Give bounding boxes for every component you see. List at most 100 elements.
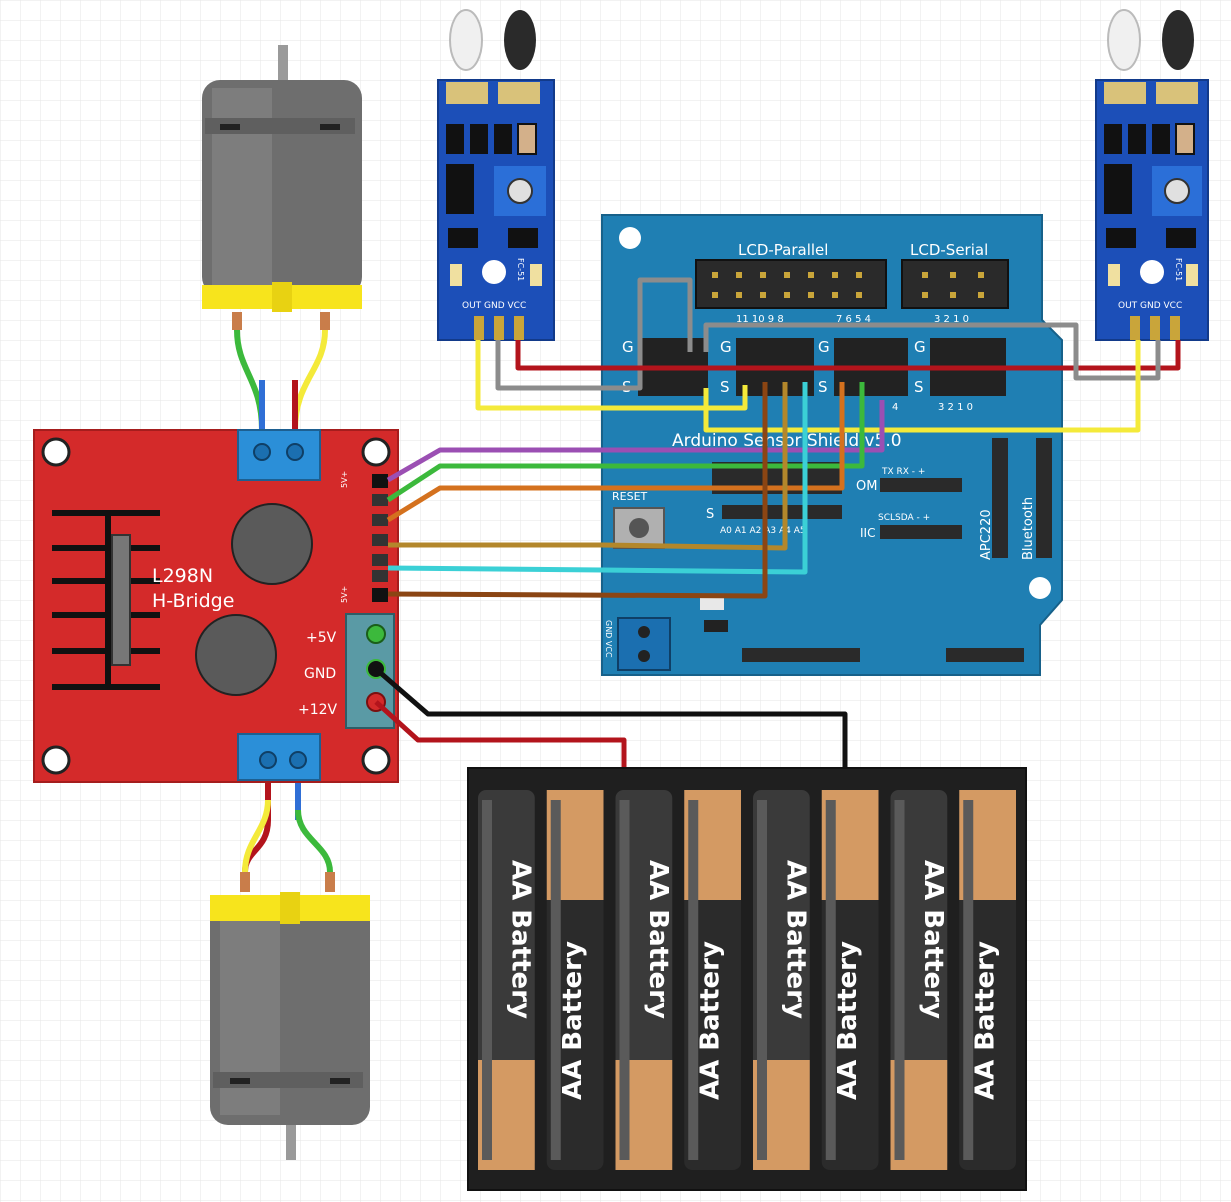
row-g-label: G <box>818 338 830 356</box>
bluetooth-label: Bluetooth <box>1021 497 1036 560</box>
bottom-numbers: 3 2 1 0 <box>938 402 973 413</box>
motor-b-terminal-block <box>237 733 321 781</box>
row-s-label: S <box>914 378 924 396</box>
sensor-model-label: FC-51 <box>1174 258 1183 281</box>
ir-receiver-led <box>1162 10 1194 70</box>
battery-label: AA Battery <box>918 860 948 1019</box>
wire-tan <box>388 382 788 551</box>
ir-emitter-led <box>449 9 483 71</box>
com-header <box>880 478 962 492</box>
wire-purple <box>386 400 885 483</box>
sensor-pin-labels: OUT GND VCC <box>462 301 526 311</box>
wire-yellow <box>242 799 271 873</box>
pin-4-label: 4 <box>892 402 898 413</box>
motor-a-terminal-block <box>237 429 321 481</box>
wire-gray <box>495 277 693 391</box>
row-s-label: S <box>818 378 828 396</box>
reset-button-cap[interactable] <box>629 518 649 538</box>
jumper-5v-label-bottom: 5V+ <box>340 586 349 603</box>
battery-cell: AA Battery <box>959 790 1016 1170</box>
wire-green <box>295 809 333 873</box>
wire-brown <box>387 382 768 599</box>
wire-cyan <box>387 382 808 575</box>
battery-cell: AA Battery <box>684 790 741 1170</box>
battery-label: AA Battery <box>643 860 673 1019</box>
motor-terminal <box>325 872 335 892</box>
battery-cell: AA Battery <box>821 790 879 1170</box>
sensor-model-label: FC-51 <box>516 258 525 281</box>
control-header <box>372 494 388 582</box>
iic-label: IIC <box>860 526 875 540</box>
motor-terminal <box>240 872 250 892</box>
mounting-hole <box>619 227 641 249</box>
dc-motor-top <box>202 45 362 330</box>
mounting-hole <box>1140 260 1164 284</box>
smd-component <box>704 620 728 632</box>
lcd-serial-label: LCD-Serial <box>910 241 988 259</box>
row-g-label: G <box>914 338 926 356</box>
pin-12v-label: +12V <box>298 702 338 718</box>
battery-cell: AA Battery <box>890 790 948 1170</box>
mounting-hole <box>361 745 391 775</box>
battery-cell: AA Battery <box>478 790 535 1170</box>
bottom-header-left <box>742 648 860 662</box>
row-s-label: S <box>706 507 714 522</box>
apc220-label: APC220 <box>979 509 994 560</box>
power-input-terminal <box>617 617 671 671</box>
wire-orange <box>386 382 845 523</box>
row-g-label: G <box>622 338 634 356</box>
led <box>700 598 724 610</box>
battery-cell: AA Battery <box>753 790 810 1170</box>
mounting-hole <box>41 745 71 775</box>
battery-label: AA Battery <box>780 860 810 1019</box>
row-s-label: S <box>720 378 730 396</box>
mounting-hole <box>361 437 391 467</box>
battery-label: AA Battery <box>833 941 863 1100</box>
capacitor <box>231 503 313 585</box>
com-label: OM <box>856 479 877 494</box>
lcd-parallel-label: LCD-Parallel <box>738 241 828 259</box>
wire-green <box>386 382 865 503</box>
battery-label: AA Battery <box>971 941 1001 1100</box>
ir-sensor-right: FC-51 OUT GND VCC <box>1095 9 1209 341</box>
mounting-hole <box>1029 577 1051 599</box>
wire-yellow <box>703 340 1141 433</box>
battery-pack: AA Battery AA Battery AA Battery AA Battery… <box>467 767 1027 1191</box>
sensor-pin-labels: OUT GND VCC <box>1118 301 1182 311</box>
battery-label: AA Battery <box>558 941 588 1100</box>
battery-label: AA Battery <box>696 941 726 1100</box>
header-numbers-mid: 7 6 5 4 <box>836 314 871 325</box>
lcd-serial-header <box>901 259 1009 309</box>
bluetooth-header <box>1036 438 1052 558</box>
wire-black <box>374 667 848 770</box>
tx-rx-label: TX RX - + <box>881 467 925 477</box>
mounting-hole <box>482 260 506 284</box>
header-numbers-left: 11 10 9 8 <box>736 314 784 325</box>
battery-cell: AA Battery <box>615 790 673 1170</box>
apc220-header <box>992 438 1008 558</box>
header-numbers-right: 3 2 1 0 <box>934 314 969 325</box>
sensor-wires <box>475 277 1181 433</box>
power-wires <box>374 667 848 770</box>
control-wires <box>386 382 885 599</box>
wire-red <box>374 700 627 770</box>
motor-terminal <box>320 312 330 330</box>
reset-label: RESET <box>612 490 648 503</box>
gnd-vcc-label: GND VCC <box>604 620 613 658</box>
lcd-parallel-header <box>695 259 887 309</box>
battery-label: AA Battery <box>505 860 535 1019</box>
header-pin <box>372 474 388 488</box>
arduino-sensor-shield: LCD-Parallel LCD-Serial 11 10 9 8 7 6 5 … <box>601 214 1063 676</box>
hbridge-subtitle: H-Bridge <box>152 590 234 612</box>
ir-sensor-left: FC-51 OUT GND VCC <box>437 9 555 341</box>
scl-sda-label: SCLSDA - + <box>878 513 930 523</box>
wire-red <box>515 340 1181 371</box>
iic-header <box>880 525 962 539</box>
battery-cell: AA Battery <box>546 790 604 1170</box>
pin-5v-label: +5V <box>306 630 337 646</box>
mounting-hole <box>41 437 71 467</box>
motor-terminal <box>232 312 242 330</box>
hbridge-title: L298N <box>152 565 213 587</box>
wire-yellow <box>475 340 748 411</box>
